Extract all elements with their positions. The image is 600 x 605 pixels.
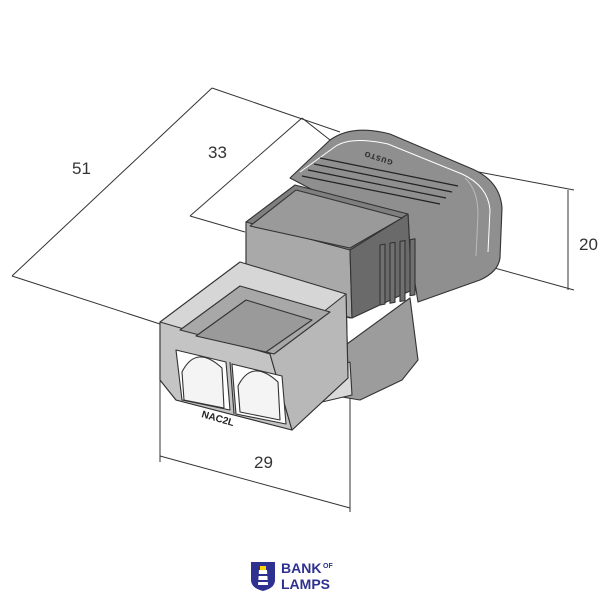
connector-body xyxy=(159,129,503,431)
dimension-body-length: 33 xyxy=(208,143,227,162)
dimension-width: 29 xyxy=(254,453,273,472)
lighthouse-icon xyxy=(251,562,275,591)
logo-line1: BANK xyxy=(281,560,322,576)
dimension-height: 20 xyxy=(579,235,598,254)
dimension-overall-length: 51 xyxy=(72,159,91,178)
logo-of: OF xyxy=(323,563,333,570)
bank-of-lamps-logo: BANK OF LAMPS xyxy=(249,560,359,594)
logo-line2: LAMPS xyxy=(281,576,330,592)
dimension-lines xyxy=(11,87,575,512)
